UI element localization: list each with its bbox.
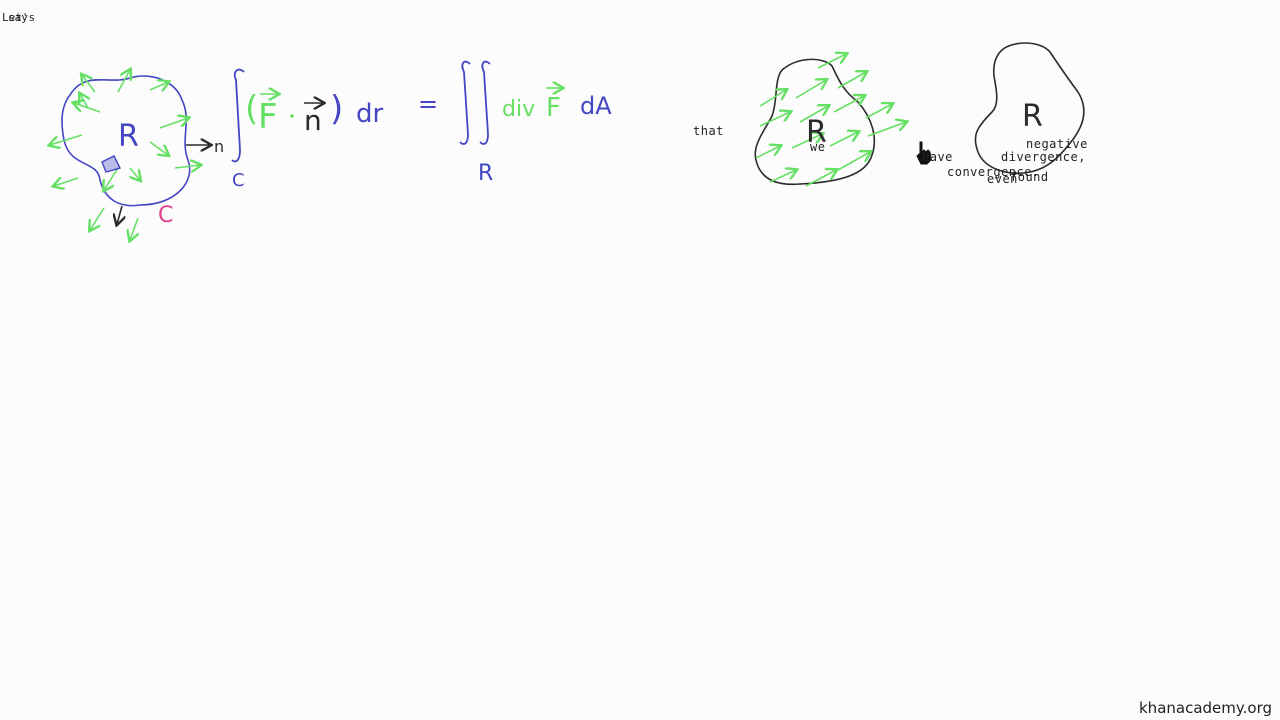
- field-arrow: [759, 112, 790, 127]
- caption-divergence: divergence,: [1001, 150, 1086, 164]
- rhs-div: div: [502, 97, 535, 122]
- right-region-label: R: [1022, 99, 1043, 134]
- line-integral-subscript: C: [232, 170, 245, 191]
- caption-say: say: [8, 11, 28, 24]
- field-arrow: [80, 94, 88, 109]
- field-arrow: [791, 134, 822, 149]
- field-arrow: [50, 134, 83, 145]
- caption-have: have: [922, 150, 953, 164]
- normal-label: n: [214, 137, 224, 156]
- left-region-boundary: [61, 75, 191, 207]
- field-arrow: [82, 75, 96, 93]
- left-region-label: R: [118, 119, 139, 154]
- field-arrow: [174, 165, 200, 168]
- caption-convergence: convergence.: [947, 165, 1040, 179]
- field-arrow: [755, 146, 780, 159]
- field-arrow: [104, 167, 119, 190]
- field-arrow: [90, 207, 105, 230]
- field-arrow: [130, 217, 138, 240]
- open-paren: (: [245, 89, 258, 129]
- field-arrow: [54, 178, 79, 186]
- field-arrow: [837, 72, 866, 89]
- caption-that: that: [693, 124, 724, 138]
- caption-even: even: [987, 172, 1018, 186]
- equals-sign: =: [418, 90, 438, 118]
- field-arrow: [117, 70, 130, 93]
- dot-product: [290, 114, 294, 118]
- line-integral-sign: [231, 68, 245, 163]
- field-arrow: [817, 54, 846, 69]
- field-arrow: [865, 104, 892, 119]
- field-arrow: [805, 170, 836, 187]
- field-arrow: [769, 170, 796, 183]
- normal-vector-arrow-bottom: [117, 205, 122, 224]
- caption-found: found: [1010, 170, 1049, 184]
- field-arrow: [759, 90, 786, 107]
- caption-negative: negative: [1026, 137, 1088, 151]
- double-integral-sign-1: [459, 60, 471, 145]
- double-integral-sign-2: [479, 60, 491, 145]
- rhs-da: dA: [580, 92, 612, 120]
- field-arrow: [130, 167, 140, 180]
- close-paren: ): [330, 89, 343, 129]
- caption-we: we: [810, 140, 826, 154]
- lhs-vector-n: n: [304, 104, 322, 137]
- field-arrow: [833, 96, 864, 113]
- lhs-dr: dr: [356, 99, 384, 129]
- lhs-vector-f: F: [258, 97, 278, 137]
- field-arrow: [829, 132, 858, 147]
- field-arrow: [837, 152, 870, 171]
- field-arrow: [149, 141, 168, 155]
- right-region-boundary: [974, 42, 1085, 174]
- double-integral-subscript: R: [478, 161, 493, 186]
- field-arrow: [867, 122, 906, 137]
- middle-field-arrows: [755, 54, 906, 187]
- field-arrow: [149, 82, 168, 90]
- hand-cursor-icon: [916, 141, 932, 165]
- small-area-patch: [101, 155, 122, 173]
- field-arrow: [795, 80, 826, 99]
- curve-label: C: [158, 203, 173, 228]
- middle-region-label: R: [806, 115, 827, 150]
- field-arrow: [799, 106, 828, 123]
- left-field-arrows: [50, 70, 200, 240]
- caption-lets: Let's: [2, 11, 36, 24]
- brand-watermark[interactable]: khanacademy.org: [1139, 699, 1272, 717]
- field-arrow: [159, 118, 188, 129]
- rhs-vector-f: F: [546, 93, 561, 123]
